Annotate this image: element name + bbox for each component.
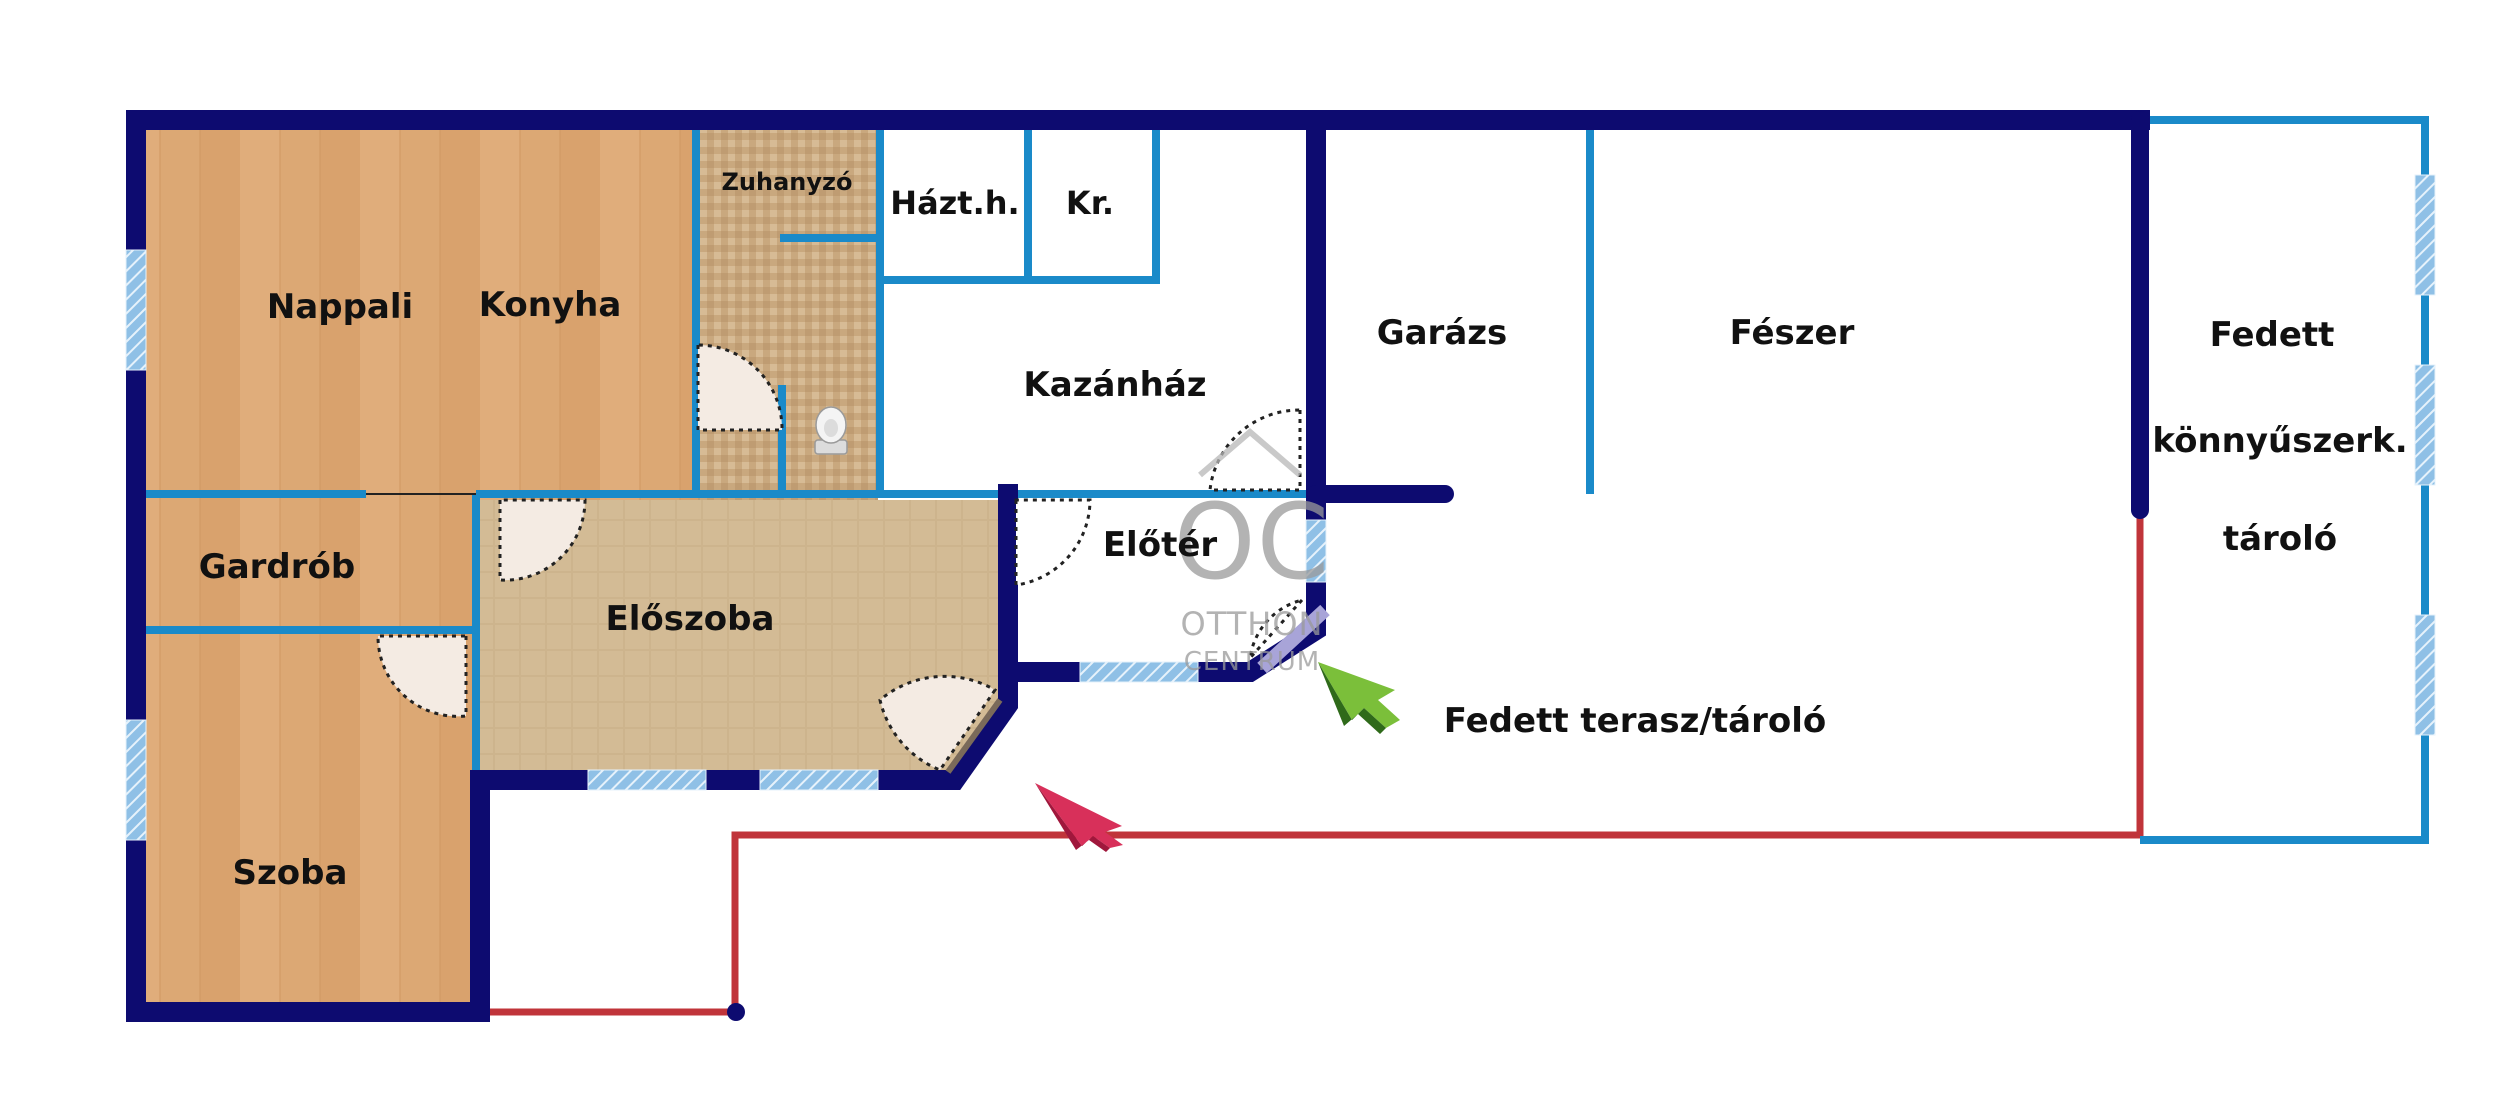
watermark-roof-icon — [1198, 428, 1302, 478]
label-fedett-line3: tároló — [2223, 519, 2337, 559]
exterior-walls-round — [1307, 111, 2149, 519]
eloszoba-door-leaf — [945, 698, 1003, 774]
label-gardrob: Gardrób — [199, 547, 355, 587]
floor-gardrob — [138, 500, 476, 630]
label-terasz: Fedett terasz/tároló — [1444, 701, 1826, 741]
boundary-corner-dot — [727, 1003, 745, 1021]
boundary-line — [480, 510, 2144, 1016]
label-zuhanyzo: Zuhanyzó — [722, 168, 853, 196]
label-haztartasi: Házt.h. — [890, 184, 1019, 222]
entrance-arrow-icon — [1035, 783, 1123, 852]
label-konyha: Konyha — [479, 285, 622, 325]
side-entrance-arrow-icon — [1318, 662, 1400, 734]
label-fedett-line2: könnyűszerk. — [2152, 421, 2407, 461]
label-kamra: Kr. — [1066, 184, 1114, 222]
interior-walls — [138, 116, 2429, 844]
room-labels: Nappali Konyha Zuhanyzó Házt.h. Kr. Kazá… — [199, 168, 2408, 893]
floor-eloszoba — [480, 500, 1008, 778]
label-feszer: Fészer — [1730, 313, 1855, 353]
label-eloszoba: Előszoba — [606, 599, 775, 639]
label-nappali: Nappali — [267, 287, 413, 327]
watermark: OC OTTHON CENTRUM — [1174, 428, 1330, 677]
watermark-line2: CENTRUM — [1184, 647, 1320, 677]
floor-zuhanyzo — [698, 128, 878, 500]
label-garazs: Garázs — [1377, 313, 1508, 353]
label-kazanhaz: Kazánház — [1023, 365, 1206, 405]
toilet-icon — [814, 406, 848, 455]
windows — [125, 174, 2436, 841]
watermark-line1: OTTHON — [1181, 605, 1324, 643]
label-eloter: Előtér — [1103, 525, 1218, 565]
door-swings — [376, 343, 1307, 772]
eloter-door-leaf — [1257, 604, 1330, 674]
label-fedett-line1: Fedett — [2210, 315, 2335, 355]
floor-nappali-konyha — [138, 128, 698, 500]
watermark-logo: OC — [1174, 481, 1330, 603]
label-szoba: Szoba — [233, 853, 348, 893]
